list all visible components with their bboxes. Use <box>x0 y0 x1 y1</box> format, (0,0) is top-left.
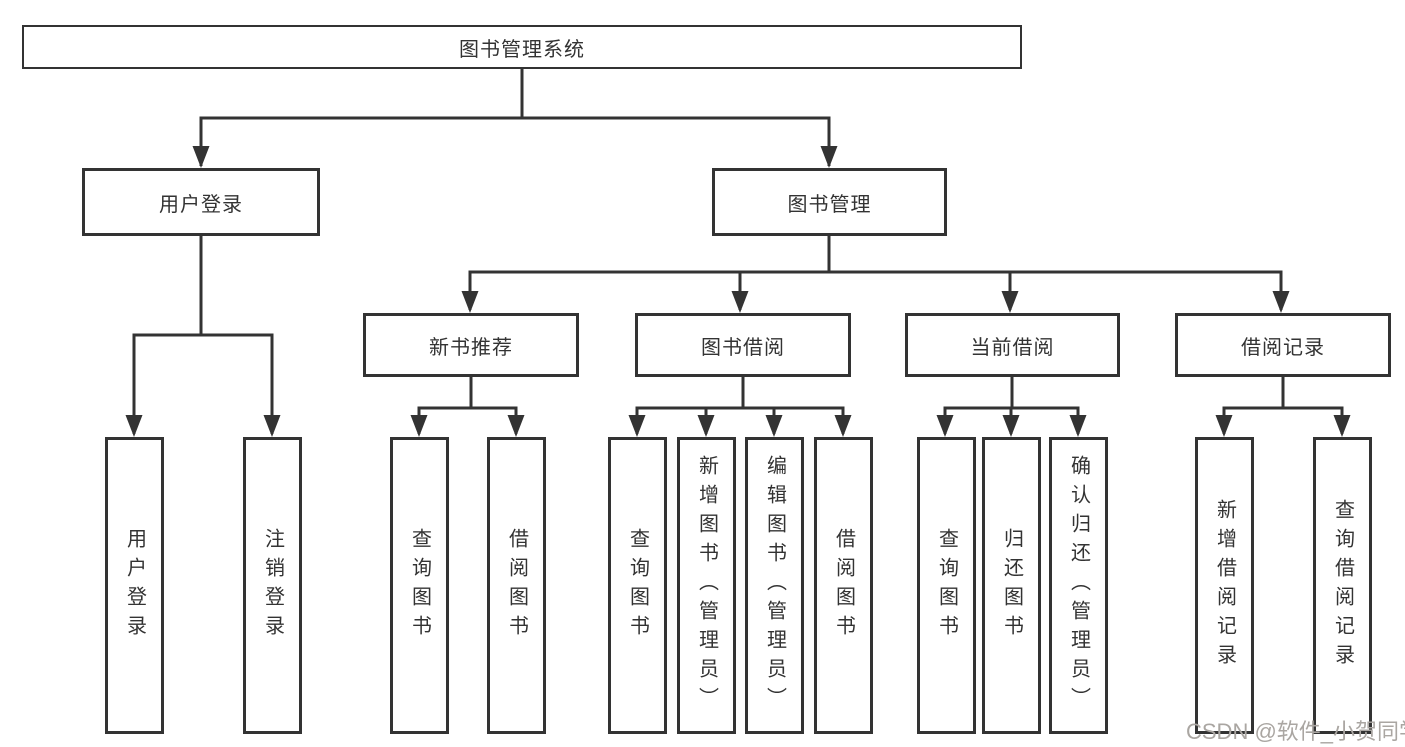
leaf-add-borrow-record: 新增借阅记录 <box>1195 437 1254 734</box>
connector-book-borrow-children <box>628 377 852 437</box>
node-label: 新增图书（管理员） <box>695 455 718 716</box>
leaf-return-book: 归还图书 <box>982 437 1041 734</box>
node-label: 图书管理 <box>787 193 872 216</box>
leaf-borrow-books-2: 借阅图书 <box>814 437 873 734</box>
node-new-book-recommend: 新书推荐 <box>363 313 579 377</box>
connector-current-borrow-children <box>936 377 1087 437</box>
node-label: 新增借阅记录 <box>1213 498 1236 673</box>
node-label: 借阅记录 <box>1241 336 1325 359</box>
node-label: 归还图书 <box>1000 527 1023 644</box>
csdn-watermark: CSDN @软件_小贺同学 <box>1186 719 1405 744</box>
node-label: 查询图书 <box>626 527 649 644</box>
node-root-library-system: 图书管理系统 <box>22 25 1022 69</box>
node-label: 确认归还（管理员） <box>1067 455 1090 716</box>
node-label: 查询借阅记录 <box>1331 498 1354 673</box>
leaf-edit-book-admin: 编辑图书（管理员） <box>745 437 804 734</box>
connector-borrow-record-children <box>1215 377 1351 437</box>
leaf-query-books-3: 查询图书 <box>917 437 976 734</box>
node-label: 用户登录 <box>159 193 243 216</box>
node-label: 新书推荐 <box>429 336 513 359</box>
leaf-query-books-1: 查询图书 <box>390 437 449 734</box>
leaf-query-books-2: 查询图书 <box>608 437 667 734</box>
node-book-management: 图书管理 <box>712 168 947 236</box>
node-label: 图书借阅 <box>701 336 785 359</box>
node-borrow-record: 借阅记录 <box>1175 313 1391 377</box>
leaf-logout: 注销登录 <box>243 437 302 734</box>
node-label: 用户登录 <box>123 527 146 644</box>
leaf-query-borrow-record: 查询借阅记录 <box>1313 437 1372 734</box>
node-label: 当前借阅 <box>970 336 1055 359</box>
node-label: 借阅图书 <box>832 527 855 644</box>
node-book-borrow: 图书借阅 <box>635 313 851 377</box>
leaf-borrow-books-1: 借阅图书 <box>487 437 546 734</box>
leaf-add-book-admin: 新增图书（管理员） <box>677 437 736 734</box>
node-current-borrow: 当前借阅 <box>905 313 1120 377</box>
leaf-confirm-return-admin: 确认归还（管理员） <box>1049 437 1108 734</box>
connector-book-management-children <box>461 235 1290 313</box>
node-label: 注销登录 <box>261 527 284 644</box>
node-label: 查询图书 <box>408 527 431 644</box>
node-user-login: 用户登录 <box>82 168 320 236</box>
node-label: 图书管理系统 <box>459 38 585 61</box>
node-label: 查询图书 <box>935 527 958 644</box>
node-label: 借阅图书 <box>505 527 528 644</box>
connector-new-book-children <box>410 377 525 437</box>
node-label: 编辑图书（管理员） <box>763 455 786 716</box>
connector-user-login-children <box>125 235 281 437</box>
connector-root-to-level2 <box>192 68 838 168</box>
leaf-user-login: 用户登录 <box>105 437 164 734</box>
